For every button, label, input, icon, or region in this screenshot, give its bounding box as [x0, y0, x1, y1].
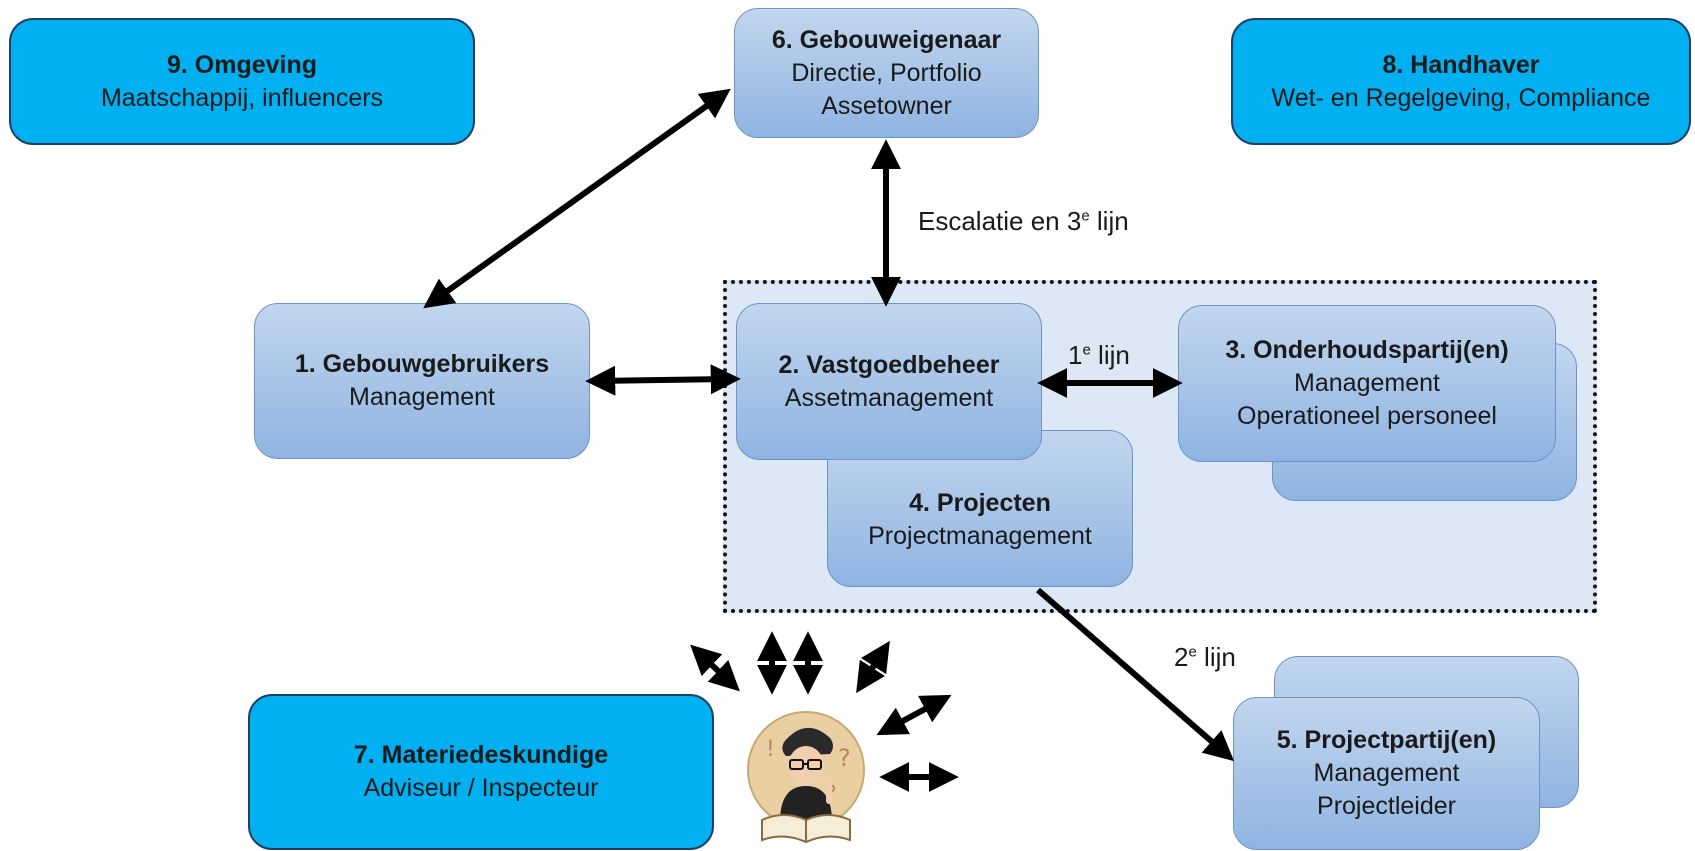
node-subtitle: Adviseur / Inspecteur: [363, 774, 599, 802]
node-line2: Projectleider: [1317, 792, 1456, 820]
node-title: 3. Onderhoudspartij(en): [1225, 336, 1509, 364]
svg-text:!: !: [766, 737, 775, 762]
node-title: 6. Gebouweigenaar: [771, 25, 1002, 54]
label-text: Escalatie en 3: [918, 206, 1082, 236]
node-title: 5. Projectpartij(en): [1276, 726, 1497, 754]
label-sup: e: [1082, 341, 1091, 359]
node-subtitle: Maatschappij, influencers: [100, 83, 384, 112]
arrow-omgeving-gebruikers: [423, 88, 731, 309]
node-line2: Operationeel personeel: [1237, 402, 1497, 430]
label-text: 2: [1174, 642, 1189, 672]
node-title: 8. Handhaver: [1382, 50, 1540, 79]
node-gebouwgebruikers[interactable]: 1. Gebouwgebruikers Management: [254, 303, 590, 459]
node-title: 2. Vastgoedbeheer: [778, 350, 1000, 379]
node-omgeving[interactable]: 9. Omgeving Maatschappij, influencers: [9, 18, 475, 145]
svg-text:?: ?: [838, 744, 851, 772]
node-vastgoedbeheer[interactable]: 2. Vastgoedbeheer Assetmanagement: [736, 303, 1042, 460]
arrow-expert-5: [876, 694, 952, 736]
node-subtitle: Assetmanagement: [784, 383, 994, 412]
label-text-end: lijn: [1089, 206, 1129, 236]
node-title: 1. Gebouwgebruikers: [294, 350, 550, 378]
label-lijn1: 1e lijn: [1068, 340, 1130, 371]
arrow-expert-4: [856, 640, 890, 694]
node-line2: Assetowner: [821, 91, 952, 120]
node-line1: Management: [1294, 369, 1440, 397]
node-materiedeskundige[interactable]: 7. Materiedeskundige Adviseur / Inspecte…: [248, 694, 714, 850]
label-text-end: lijn: [1196, 642, 1236, 672]
node-title: 9. Omgeving: [166, 50, 318, 79]
node-subtitle: Management: [349, 383, 495, 411]
node-line1: Directie, Portfolio: [791, 58, 982, 87]
arrow-expert-1: [690, 644, 740, 692]
node-subtitle: Wet- en Regelgeving, Compliance: [1271, 83, 1651, 112]
label-lijn2: 2e lijn: [1174, 642, 1236, 673]
label-text-end: lijn: [1090, 340, 1130, 370]
node-subtitle: Projectmanagement: [868, 521, 1092, 550]
node-line1: Management: [1313, 759, 1460, 787]
label-escalatie: Escalatie en 3e lijn: [918, 206, 1129, 237]
thinking-expert-with-book-icon: ! ? ?: [747, 711, 865, 844]
node-title: 4. Projecten: [909, 488, 1051, 517]
label-text: 1: [1068, 340, 1083, 370]
arrow-projecten-projectpartijen: [1036, 587, 1235, 762]
label-sup: e: [1081, 207, 1090, 225]
label-sup: e: [1188, 643, 1197, 661]
node-handhaver[interactable]: 8. Handhaver Wet- en Regelgeving, Compli…: [1231, 18, 1691, 145]
node-onderhoudspartijen[interactable]: 3. Onderhoudspartij(en) Management Opera…: [1178, 305, 1556, 462]
node-gebouweigenaar[interactable]: 6. Gebouweigenaar Directie, Portfolio As…: [734, 8, 1039, 138]
node-title: 7. Materiedeskundige: [353, 741, 609, 769]
node-projectpartijen[interactable]: 5. Projectpartij(en) Management Projectl…: [1233, 697, 1540, 850]
arrow-gebruikers-vastgoed: [585, 364, 741, 396]
